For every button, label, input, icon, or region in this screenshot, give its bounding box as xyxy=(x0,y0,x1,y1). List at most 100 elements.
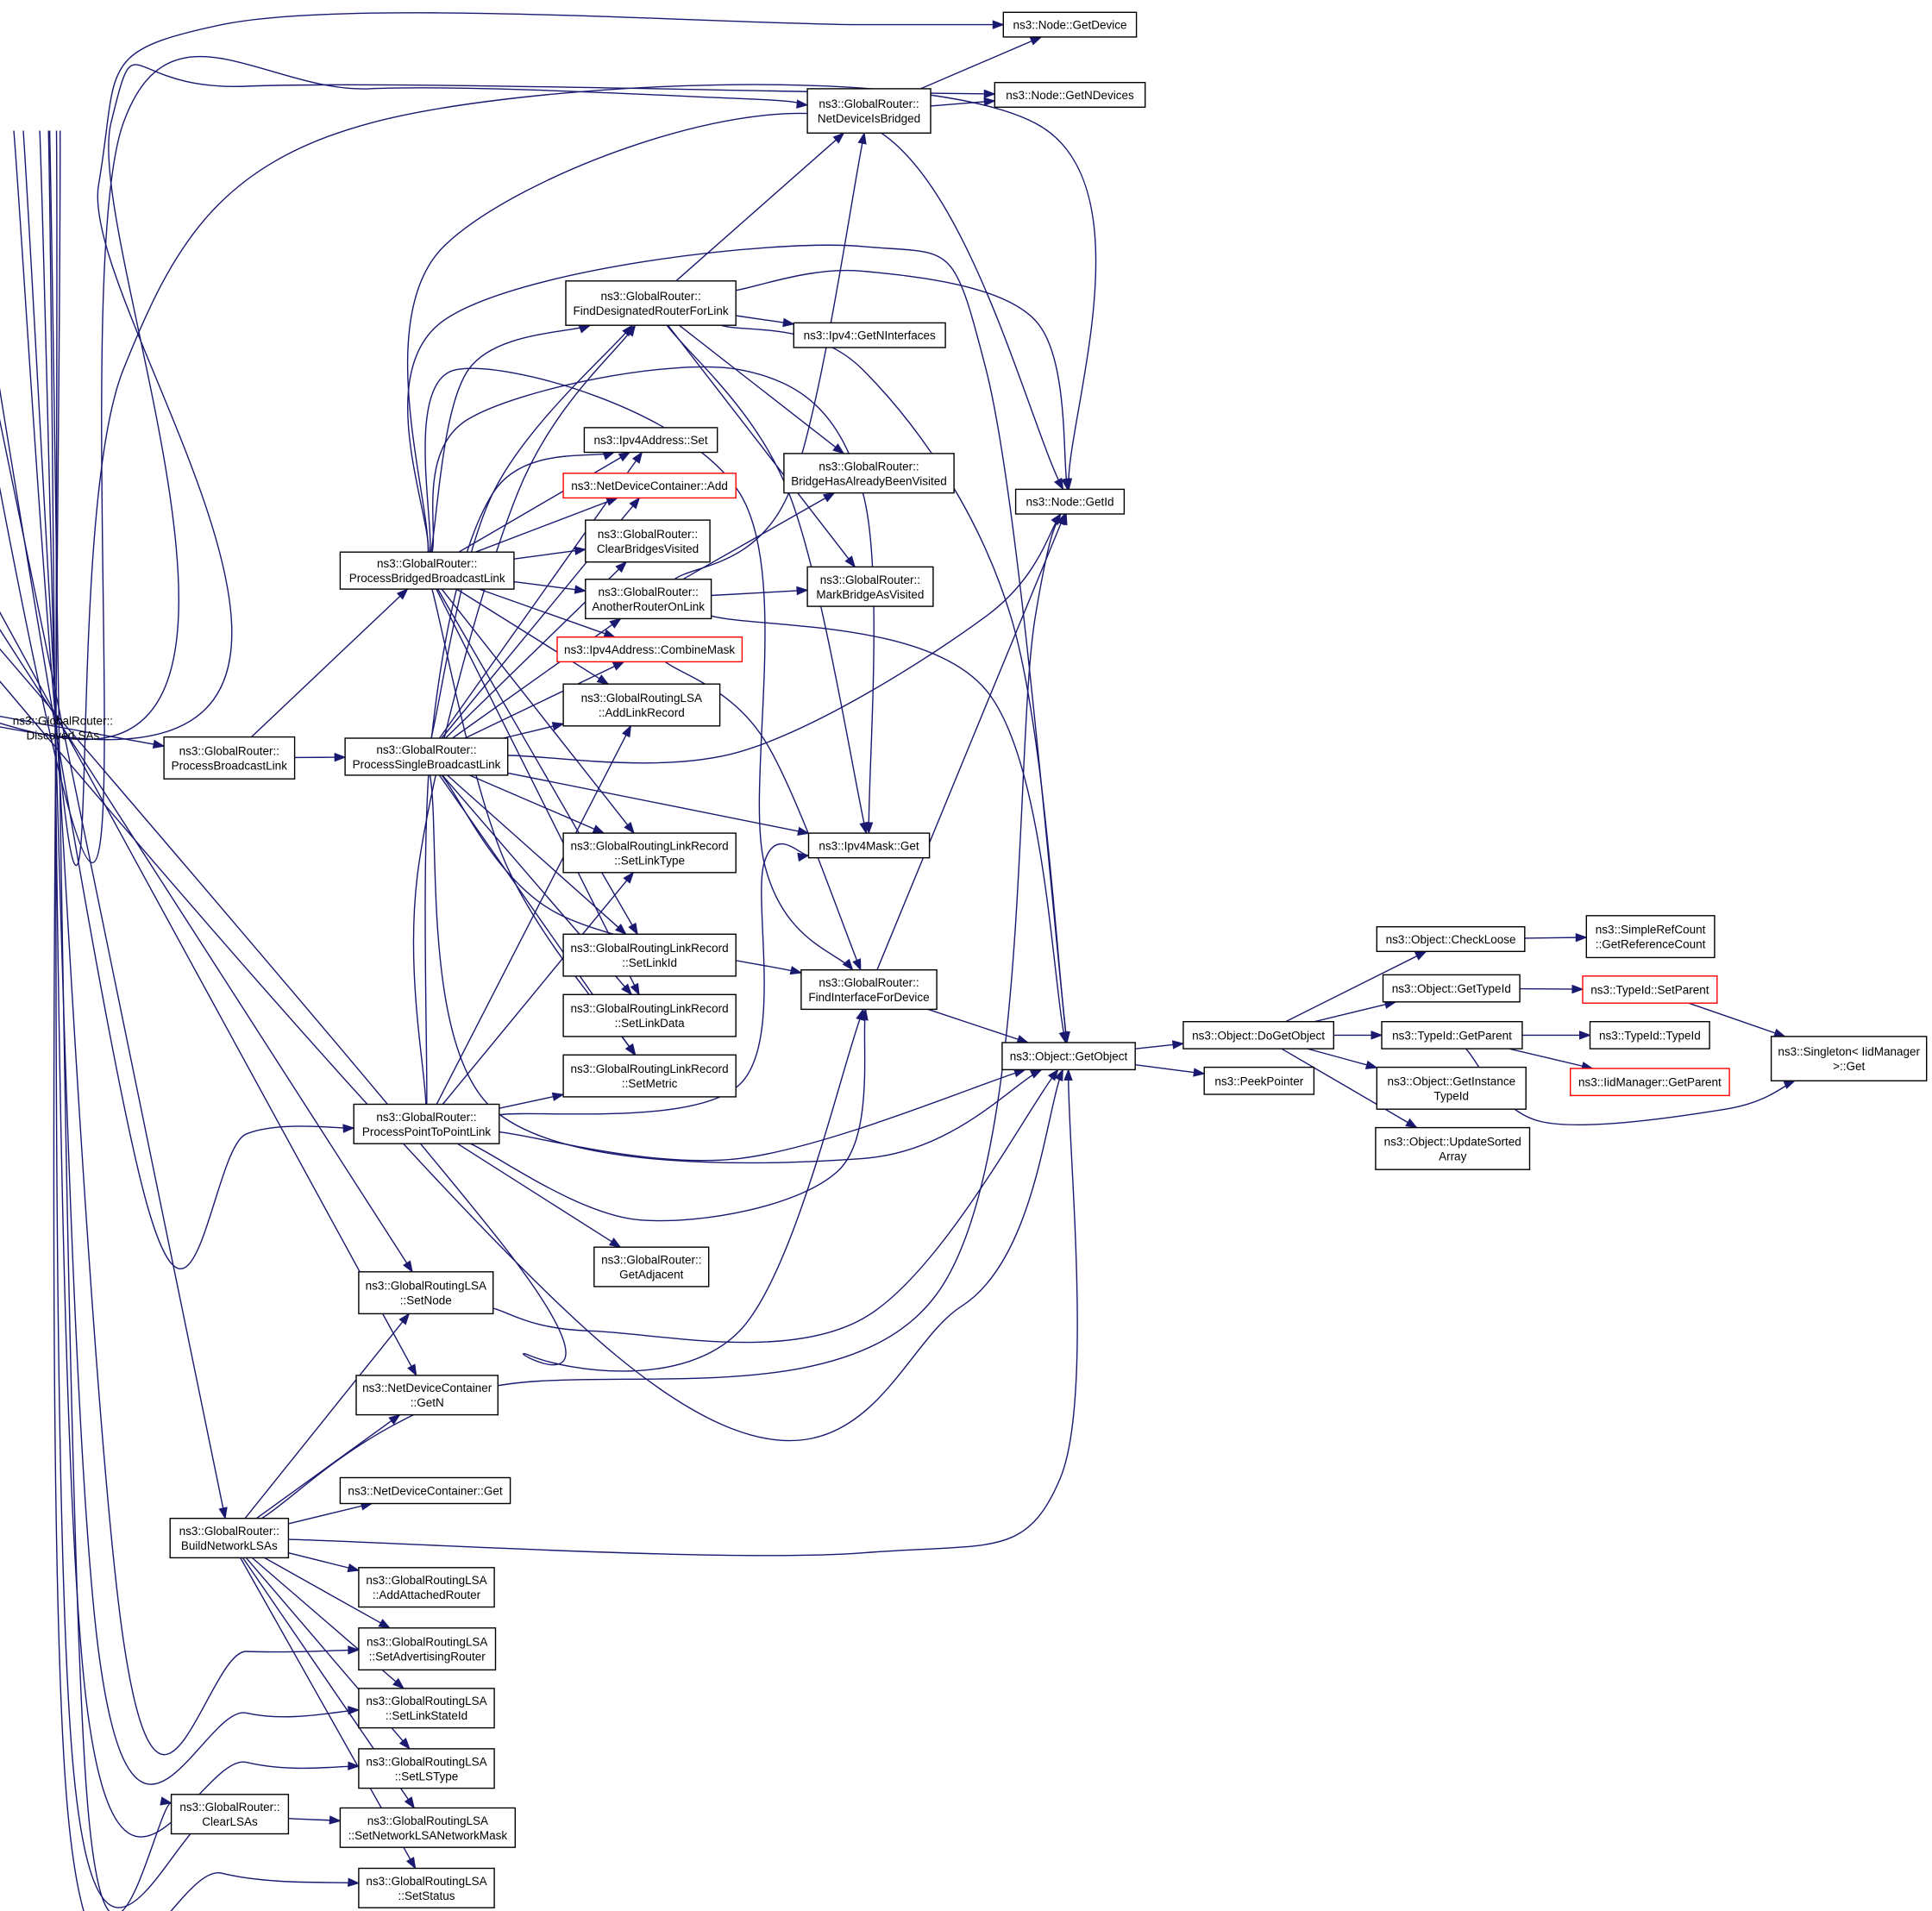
node-checkloose[interactable]: ns3::Object::CheckLoose xyxy=(1376,925,1526,952)
node-box-getobject[interactable] xyxy=(1001,1042,1136,1071)
node-box-getadjacent[interactable] xyxy=(593,1246,710,1288)
node-box-ndcgetn[interactable] xyxy=(355,1375,499,1416)
node-ndcget[interactable]: ns3::NetDeviceContainer::Get xyxy=(339,1476,511,1505)
node-discover[interactable]: ns3::GlobalRouter::DiscoverLSAs xyxy=(13,714,113,742)
node-peekpointer[interactable]: ns3::PeekPointer xyxy=(1203,1066,1315,1095)
node-box-setlsid[interactable] xyxy=(358,1688,495,1729)
node-simplerefcount[interactable]: ns3::SimpleRefCount::GetReferenceCount xyxy=(1585,915,1716,959)
node-box-ipv4getn[interactable] xyxy=(793,322,946,348)
node-box-getndevices[interactable] xyxy=(994,81,1146,108)
node-iidmgrgetparent[interactable]: ns3::IidManager::GetParent xyxy=(1569,1068,1730,1097)
node-setlstype[interactable]: ns3::GlobalRoutingLSA::SetLSType xyxy=(358,1748,495,1789)
node-box-dogetobject[interactable] xyxy=(1182,1020,1335,1049)
node-typeidsetparent[interactable]: ns3::TypeId::SetParent xyxy=(1582,975,1718,1004)
node-combinemask[interactable]: ns3::Ipv4Address::CombineMask xyxy=(556,636,743,663)
node-box-getdevice[interactable] xyxy=(1002,11,1138,38)
node-box-checkloose[interactable] xyxy=(1376,925,1526,952)
node-box-anotherrouter[interactable] xyxy=(585,579,712,620)
node-anotherrouter[interactable]: ns3::GlobalRouter::AnotherRouterOnLink xyxy=(585,579,712,620)
node-procbridged[interactable]: ns3::GlobalRouter::ProcessBridgedBroadca… xyxy=(339,551,515,590)
node-box-finddr[interactable] xyxy=(565,280,737,326)
node-setlinkdata[interactable]: ns3::GlobalRoutingLinkRecord::SetLinkDat… xyxy=(562,993,737,1037)
node-box-procbridged[interactable] xyxy=(339,551,515,590)
node-nodegetid[interactable]: ns3::Node::GetId xyxy=(1014,488,1126,515)
node-ndcadd[interactable]: ns3::NetDeviceContainer::Add xyxy=(562,473,737,499)
node-box-addattached[interactable] xyxy=(358,1567,495,1608)
node-setlinktype[interactable]: ns3::GlobalRoutingLinkRecord::SetLinkTyp… xyxy=(562,832,737,874)
node-box-clearbridges[interactable] xyxy=(585,519,711,563)
node-netdevbridged[interactable]: ns3::GlobalRouter::NetDeviceIsBridged xyxy=(806,88,932,135)
node-box-findiface[interactable] xyxy=(800,968,938,1011)
node-addlinkrecord[interactable]: ns3::GlobalRoutingLSA::AddLinkRecord xyxy=(562,683,721,727)
node-box-simplerefcount[interactable] xyxy=(1585,915,1716,959)
node-box-setadvrouter[interactable] xyxy=(358,1627,497,1671)
node-gettypeid[interactable]: ns3::Object::GetTypeId xyxy=(1382,974,1521,1003)
node-setstatus[interactable]: ns3::GlobalRoutingLSA::SetStatus xyxy=(358,1867,495,1908)
node-typeidgetparent[interactable]: ns3::TypeId::GetParent xyxy=(1381,1020,1523,1049)
node-box-setmetric[interactable] xyxy=(562,1054,737,1098)
node-setlsid[interactable]: ns3::GlobalRoutingLSA::SetLinkStateId xyxy=(358,1688,495,1729)
node-box-addlinkrecord[interactable] xyxy=(562,683,721,727)
node-buildnet[interactable]: ns3::GlobalRouter::BuildNetworkLSAs xyxy=(169,1517,290,1559)
node-setnetmask[interactable]: ns3::GlobalRoutingLSA::SetNetworkLSANetw… xyxy=(339,1807,516,1848)
node-box-nodegetid[interactable] xyxy=(1014,488,1126,515)
node-box-procsingle[interactable] xyxy=(344,737,509,776)
node-dogetobject[interactable]: ns3::Object::DoGetObject xyxy=(1182,1020,1335,1049)
node-box-netdevbridged[interactable] xyxy=(806,88,932,135)
call-edges xyxy=(0,12,1797,1911)
node-box-singletonget[interactable] xyxy=(1770,1036,1928,1082)
node-box-gettypeid[interactable] xyxy=(1382,974,1521,1003)
node-procbroadcast[interactable]: ns3::GlobalRouter::ProcessBroadcastLink xyxy=(163,736,296,780)
node-setnode[interactable]: ns3::GlobalRoutingLSA::SetNode xyxy=(358,1271,494,1315)
node-setmetric[interactable]: ns3::GlobalRoutingLinkRecord::SetMetric xyxy=(562,1054,737,1098)
node-typeidtypeid[interactable]: ns3::TypeId::TypeId xyxy=(1589,1020,1710,1049)
node-box-peekpointer[interactable] xyxy=(1203,1066,1315,1095)
node-ndcgetn[interactable]: ns3::NetDeviceContainer::GetN xyxy=(355,1375,499,1416)
node-box-typeidtypeid[interactable] xyxy=(1589,1020,1710,1049)
node-box-clearlsas[interactable] xyxy=(170,1794,290,1835)
node-box-setlinktype[interactable] xyxy=(562,832,737,874)
node-addattached[interactable]: ns3::GlobalRoutingLSA::AddAttachedRouter xyxy=(358,1567,495,1608)
node-ipv4addrset[interactable]: ns3::Ipv4Address::Set xyxy=(583,427,718,454)
node-box-procbroadcast[interactable] xyxy=(163,736,296,780)
node-box-setlinkdata[interactable] xyxy=(562,993,737,1037)
node-getadjacent[interactable]: ns3::GlobalRouter::GetAdjacent xyxy=(593,1246,710,1288)
node-markbridge[interactable]: ns3::GlobalRouter::MarkBridgeAsVisited xyxy=(806,566,934,607)
node-bridgevisited[interactable]: ns3::GlobalRouter::BridgeHasAlreadyBeenV… xyxy=(783,453,955,494)
node-setadvrouter[interactable]: ns3::GlobalRoutingLSA::SetAdvertisingRou… xyxy=(358,1627,497,1671)
node-box-getinstancetypeid[interactable] xyxy=(1376,1066,1527,1110)
node-box-combinemask[interactable] xyxy=(556,636,743,663)
node-getobject[interactable]: ns3::Object::GetObject xyxy=(1001,1042,1136,1071)
node-clearbridges[interactable]: ns3::GlobalRouter::ClearBridgesVisited xyxy=(585,519,711,563)
node-box-setstatus[interactable] xyxy=(358,1867,495,1908)
node-ipv4maskget[interactable]: ns3::Ipv4Mask::Get xyxy=(807,832,931,859)
node-box-bridgevisited[interactable] xyxy=(783,453,955,494)
node-setlinkid[interactable]: ns3::GlobalRoutingLinkRecord::SetLinkId xyxy=(562,933,737,977)
node-box-ndcadd[interactable] xyxy=(562,473,737,499)
node-box-typeidgetparent[interactable] xyxy=(1381,1020,1523,1049)
node-box-buildnet[interactable] xyxy=(169,1517,290,1559)
node-ipv4getn[interactable]: ns3::Ipv4::GetNInterfaces xyxy=(793,322,946,348)
node-getdevice[interactable]: ns3::Node::GetDevice xyxy=(1002,11,1138,38)
node-procp2p[interactable]: ns3::GlobalRouter::ProcessPointToPointLi… xyxy=(353,1103,500,1144)
node-box-ndcget[interactable] xyxy=(339,1476,511,1505)
node-singletonget[interactable]: ns3::Singleton< IidManager>::Get xyxy=(1770,1036,1928,1082)
node-box-ipv4maskget[interactable] xyxy=(807,832,931,859)
node-findiface[interactable]: ns3::GlobalRouter::FindInterfaceForDevic… xyxy=(800,968,938,1011)
node-clearlsas[interactable]: ns3::GlobalRouter::ClearLSAs xyxy=(170,1794,290,1835)
node-box-setlstype[interactable] xyxy=(358,1748,495,1789)
node-box-updatesorted[interactable] xyxy=(1375,1126,1531,1170)
node-box-setnode[interactable] xyxy=(358,1271,494,1315)
node-finddr[interactable]: ns3::GlobalRouter::FindDesignatedRouterF… xyxy=(565,280,737,326)
node-getndevices[interactable]: ns3::Node::GetNDevices xyxy=(994,81,1146,108)
node-box-markbridge[interactable] xyxy=(806,566,934,607)
node-box-typeidsetparent[interactable] xyxy=(1582,975,1718,1004)
node-box-procp2p[interactable] xyxy=(353,1103,500,1144)
node-procsingle[interactable]: ns3::GlobalRouter::ProcessSingleBroadcas… xyxy=(344,737,509,776)
node-box-setlinkid[interactable] xyxy=(562,933,737,977)
node-box-ipv4addrset[interactable] xyxy=(583,427,718,454)
node-box-setnetmask[interactable] xyxy=(339,1807,516,1848)
node-box-iidmgrgetparent[interactable] xyxy=(1569,1068,1730,1097)
